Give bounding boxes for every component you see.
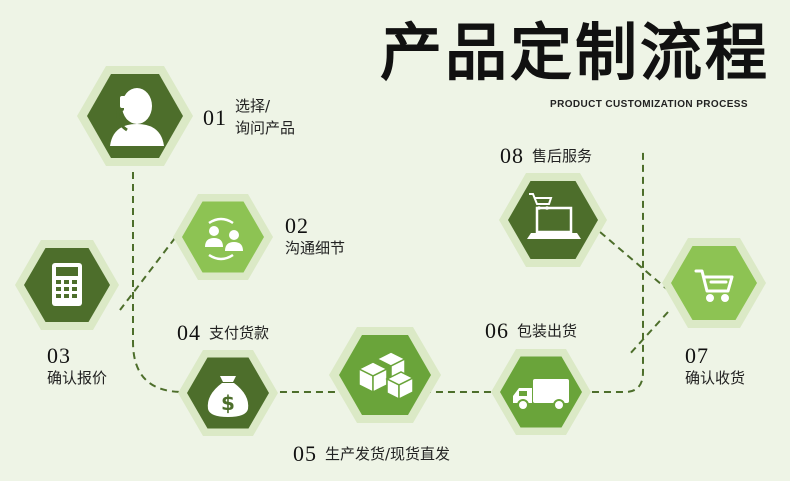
step-05-hexagon <box>329 327 441 423</box>
step-07-label: 07 确认收货 <box>685 345 745 389</box>
step-02-hexagon <box>173 194 273 280</box>
step-07-hexagon <box>662 238 766 328</box>
step-06-number: 06 <box>485 318 509 343</box>
step-01-label: 01 选择/ 询问产品 <box>203 95 295 139</box>
step-02-text: 沟通细节 <box>285 239 346 257</box>
step-08-text: 售后服务 <box>532 147 593 165</box>
step-05-label: 05 生产发货/现货直发 <box>293 443 450 465</box>
step-07-text: 确认收货 <box>685 369 746 387</box>
step-02-number: 02 <box>285 213 309 238</box>
calculator-icon <box>52 263 82 306</box>
step-08-number: 08 <box>500 143 524 168</box>
step-01-number: 01 <box>203 105 227 130</box>
step-06-label: 06 包装出货 <box>485 320 577 342</box>
step-04-number: 04 <box>177 320 201 345</box>
money-bag-icon: $ <box>207 376 249 417</box>
step-03-label: 03 确认报价 <box>47 345 107 389</box>
step-04-hexagon: $ <box>178 350 278 436</box>
svg-text:$: $ <box>221 391 235 415</box>
step-05-text: 生产发货/现货直发 <box>325 445 451 463</box>
delivery-truck-icon <box>513 379 569 411</box>
people-exchange-icon <box>205 217 243 261</box>
step-08-hexagon <box>499 173 607 267</box>
laptop-cart-icon <box>527 193 581 239</box>
page-title: 产品定制流程 <box>380 16 771 89</box>
step-08-label: 08 售后服务 <box>500 145 592 167</box>
step-04-text: 支付货款 <box>209 324 270 342</box>
step-01-text-line2: 询问产品 <box>235 119 296 137</box>
boxes-icon <box>357 351 415 401</box>
step-02-label: 02 沟通细节 <box>285 215 345 259</box>
step-01-hexagon <box>77 66 193 166</box>
step-03-number: 03 <box>47 343 71 368</box>
step-05-number: 05 <box>293 441 317 466</box>
step-06-hexagon <box>491 349 591 435</box>
shopping-cart-icon <box>694 269 734 302</box>
step-03-hexagon <box>15 240 119 330</box>
step-01-text-line1: 选择/ <box>235 97 271 115</box>
step-03-text: 确认报价 <box>47 369 108 387</box>
step-04-label: 04 支付货款 <box>177 322 269 344</box>
step-07-number: 07 <box>685 343 709 368</box>
page-subtitle: PRODUCT CUSTOMIZATION PROCESS <box>550 99 748 110</box>
phone-support-icon <box>110 88 164 146</box>
step-06-text: 包装出货 <box>517 322 578 340</box>
